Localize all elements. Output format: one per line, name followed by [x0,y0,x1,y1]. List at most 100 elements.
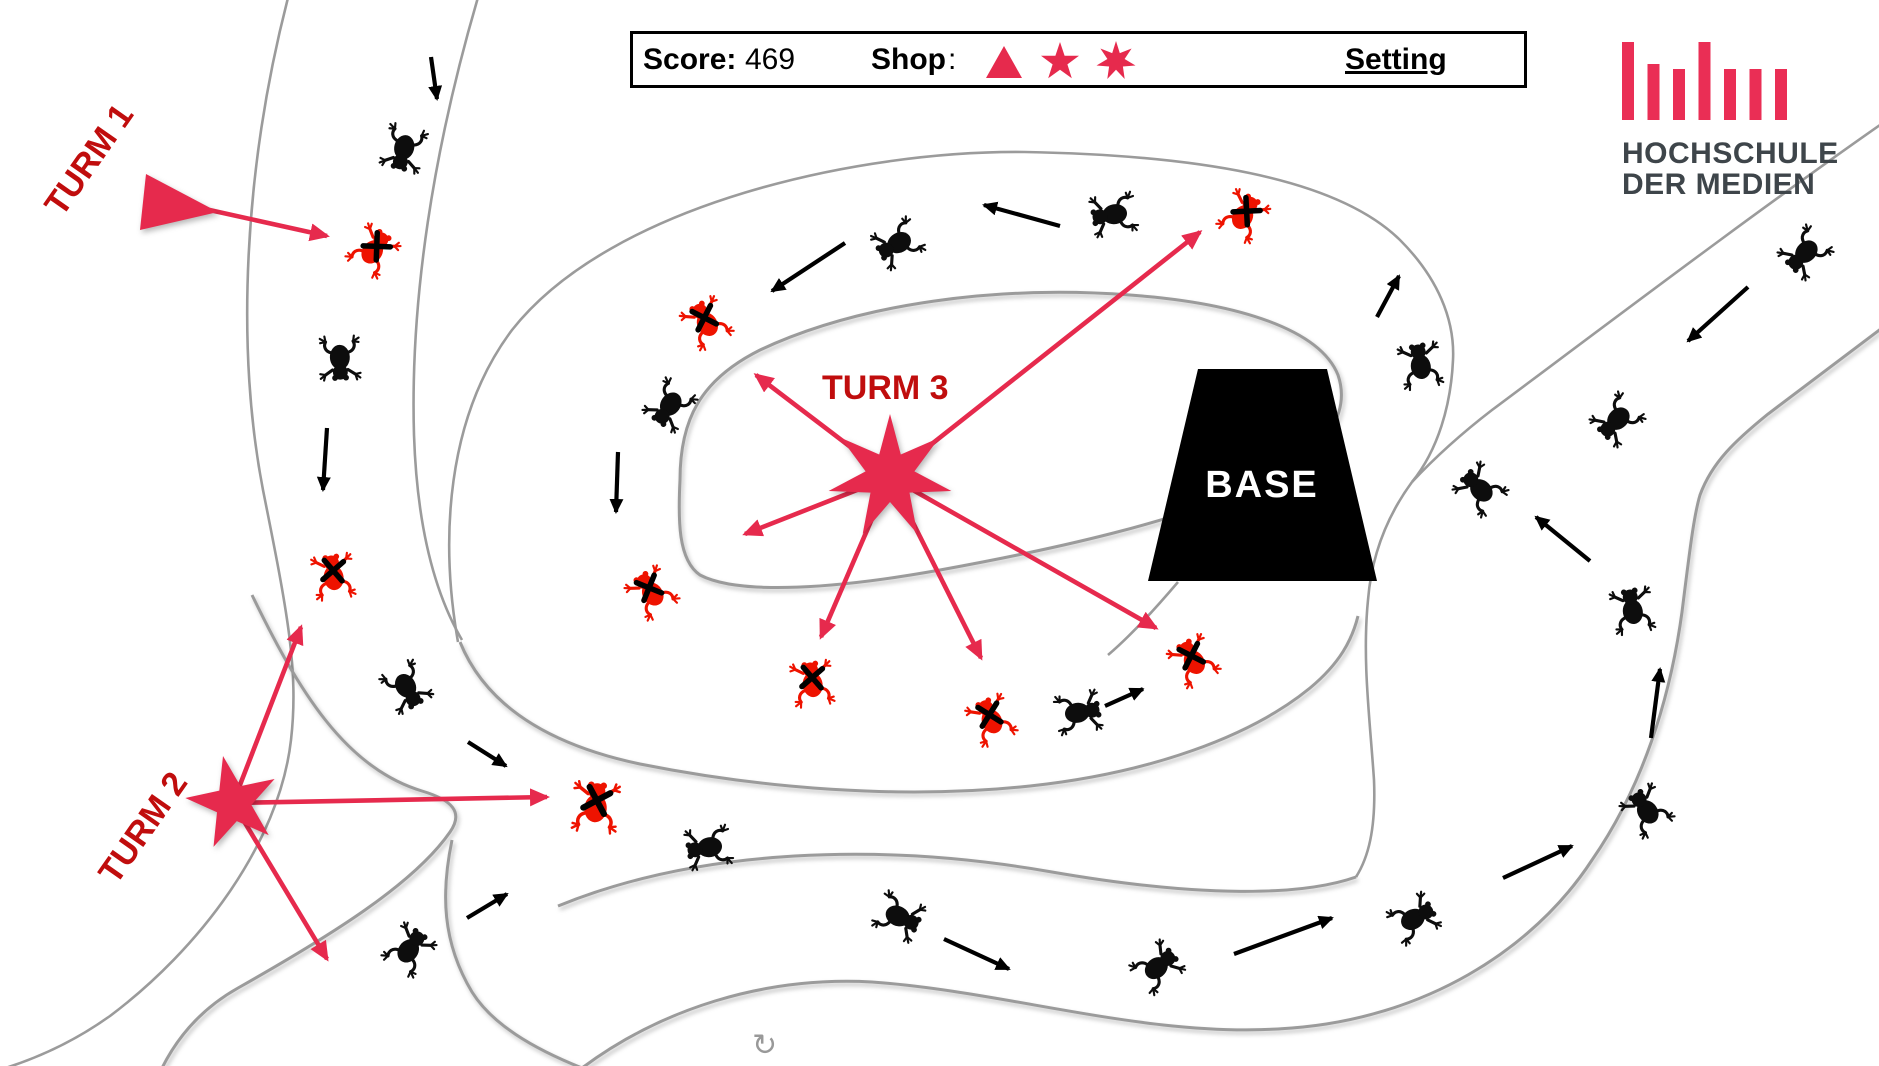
target-x-icon [633,572,665,604]
logo-bar-icon [1647,64,1660,120]
hud-bar: Score: 469 Shop : Setting [630,31,1527,88]
road-edge [557,852,1357,908]
shop-colon: : [948,43,957,76]
enemy-frog-red [1213,185,1274,248]
enemy-frog-red [962,689,1021,751]
enemy-frog-red [342,219,404,283]
enemy-frog-black [1607,583,1658,638]
direction-arrows-layer [316,56,1750,971]
setting-link[interactable]: Setting [1345,43,1447,76]
turm3-label: TURM 3 [822,369,949,407]
road-edge [677,290,1343,590]
direction-arrow [1375,274,1401,318]
towers-layer [140,174,952,847]
enemy-frog-red [787,657,838,711]
enemy-frog-black [1585,387,1650,452]
enemy-frog-black [639,373,701,437]
logo-bar-icon [1622,42,1634,120]
base [1148,369,1377,581]
logo-bar-icon [1724,69,1736,120]
triangle-tower-icon[interactable] [981,40,1027,82]
base-layer: BASE [1148,369,1377,581]
enemy-frog-black [377,120,431,177]
direction-arrow [316,427,331,492]
direction-arrow [1686,285,1750,343]
road-edge [447,150,1455,643]
base-label: BASE [1205,464,1319,506]
hdm-logo-bars-icon [1622,42,1787,120]
star5-tower-icon[interactable] [1037,40,1083,82]
tower-turm1[interactable] [140,174,218,230]
turm2-label: TURM 2 [91,765,195,890]
turm2-target-line [232,788,550,807]
target-x-icon [799,664,826,691]
logo-bar-icon [1749,69,1762,120]
turm1-label: TURM 1 [37,97,141,222]
direction-arrow [1648,667,1666,739]
enemy-frog-red [308,550,359,604]
target-x-icon [1230,194,1263,228]
hdm-logo-line2: DER MEDIEN [1622,168,1816,201]
enemy-frog-black [1125,935,1189,999]
target-x-icon [975,700,1004,729]
shop-label: Shop [871,43,946,76]
turm2-target-line [230,624,304,804]
enemy-frog-black [868,887,930,946]
logo-bar-icon [1698,42,1711,120]
road-edge [444,839,582,1066]
logo-bar-icon [1775,69,1787,120]
target-x-icon [320,557,347,584]
reload-icon[interactable]: ↻ [752,1028,777,1063]
road-edge [412,0,479,641]
turm2-target-line [231,801,329,962]
enemy-frog-black [1616,779,1678,843]
enemy-frog-black [1395,338,1446,393]
direction-arrow [609,451,624,514]
logo-bar-icon [1673,69,1685,120]
direction-arrow [428,56,443,101]
enemy-frog-black [1382,888,1445,949]
score-value: 469 [745,43,796,76]
target-x-icon [360,230,394,263]
direction-arrow [466,740,508,768]
direction-arrow [1502,844,1574,880]
enemies-layer [308,120,1838,999]
target-x-icon [1176,640,1207,671]
enemy-frog-black [867,213,930,274]
hdm-logo-line1: HOCHSCHULE [1622,137,1839,170]
enemy-frog-black [378,918,440,982]
turm1-target-line [204,206,330,242]
direction-arrow [1104,687,1145,708]
direction-arrow [770,241,847,293]
enemy-frog-black [1448,457,1513,522]
tower-turm3[interactable] [828,414,952,534]
tower-target-lines-layer [204,206,1203,962]
enemy-frog-red [569,778,623,836]
turm3-target-line [888,474,1159,631]
direction-arrow [1233,915,1334,956]
direction-arrow [1534,515,1592,563]
enemy-frog-black [376,655,437,718]
direction-arrow [982,201,1061,229]
direction-arrow [943,937,1011,971]
road-edge [1354,481,1414,878]
enemy-frog-red [1163,630,1224,693]
target-x-icon [580,783,614,818]
target-x-icon [689,302,720,333]
direction-arrow [465,892,509,920]
enemy-frog-black [1086,189,1141,240]
enemy-frog-black [1051,687,1106,738]
enemy-frog-red [676,292,737,355]
road-edge [458,615,1360,794]
hdm-logo: HOCHSCHULE DER MEDIEN [1622,42,1879,200]
enemy-frog-black [317,333,363,383]
enemy-frog-black [1773,220,1838,285]
score-label: Score: [643,43,737,76]
tower-turm2[interactable] [185,756,275,847]
star7-tower-icon[interactable] [1093,40,1139,82]
road-edge [161,594,458,1066]
road-edge [582,328,1879,1066]
turm3-target-line [888,230,1203,479]
